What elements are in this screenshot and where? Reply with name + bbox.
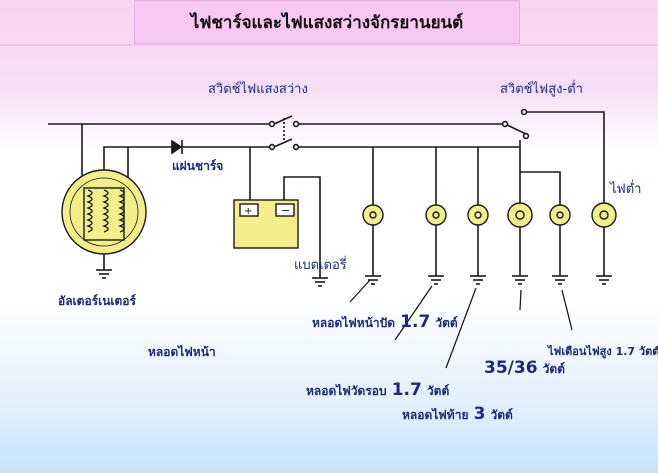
alternator-label: อัลเตอร์เนเตอร์	[58, 294, 136, 308]
charge-plate-label: แผ่นชาร์จ	[172, 159, 224, 173]
bulbs	[362, 202, 617, 228]
leader-lines	[349, 279, 573, 369]
hilo-switch-label: สวิตช์ไฟสูง-ต่ำ	[500, 82, 583, 97]
tacho-bulb-text: หลอดไฟวัดรอบ	[306, 384, 387, 398]
bulb-6	[591, 202, 617, 228]
light-switch	[268, 115, 300, 151]
rear-bulb-value: 3	[473, 404, 486, 424]
rear-bulb-unit: วัตต์	[490, 408, 513, 422]
wire-alt-left	[103, 146, 172, 180]
hilo-switch-contacts	[501, 108, 530, 140]
grounds	[96, 269, 612, 287]
alternator	[61, 169, 147, 255]
diagram-title: ไฟชาร์จและไฟแสงสว่างจักรยานยนต์	[134, 0, 520, 44]
charge-diode	[171, 139, 183, 155]
rear-bulb-label: หลอดไฟท้าย 3 วัตต์	[402, 404, 513, 425]
dash-bulb-label: หลอดไฟหน้าปัด 1.7 วัตต์	[312, 312, 458, 333]
tacho-bulb-value: 1.7	[391, 380, 422, 400]
wire-battery-neg	[283, 176, 321, 278]
tacho-bulb-unit: วัตต์	[426, 384, 450, 398]
dash-bulb-value: 1.7	[400, 312, 431, 332]
title-rule	[0, 44, 658, 46]
bulb-5	[549, 204, 571, 226]
bulb-4	[507, 202, 533, 228]
headlamp-label: หลอดไฟหน้า	[148, 345, 216, 359]
wires	[48, 111, 605, 278]
rear-bulb-text: หลอดไฟท้าย	[402, 408, 469, 422]
bulb-3	[467, 204, 489, 226]
bulb-1	[362, 204, 384, 226]
head-bulb-unit: วัตต์	[542, 362, 565, 376]
dash-bulb-unit: วัตต์	[435, 316, 458, 330]
high-indicator-label: ไฟเตือนไฟสูง 1.7 วัตต์	[548, 345, 658, 358]
light-switch-label: สวิตช์ไฟแสงสว่าง	[208, 82, 308, 97]
head-bulb-label: 35/36 วัตต์	[484, 358, 565, 379]
wire-hilo-to-low	[524, 111, 605, 205]
dash-bulb-text: หลอดไฟหน้าปัด	[312, 316, 396, 330]
wire-hilo-indicator	[520, 171, 561, 205]
battery-label: แบตเตอรี่	[294, 258, 347, 273]
bulb-2	[425, 204, 447, 226]
tacho-bulb-label: หลอดไฟวัดรอบ 1.7 วัตต์	[306, 380, 449, 401]
wire-upper-bus	[48, 123, 83, 180]
head-bulb-value: 35/36	[484, 358, 538, 378]
wire-hilo-arm	[504, 123, 527, 135]
battery: + −	[233, 199, 299, 249]
svg-text:+: +	[244, 206, 252, 217]
svg-text:−: −	[281, 204, 290, 217]
low-beam-label: ไฟต่ำ	[610, 182, 642, 197]
